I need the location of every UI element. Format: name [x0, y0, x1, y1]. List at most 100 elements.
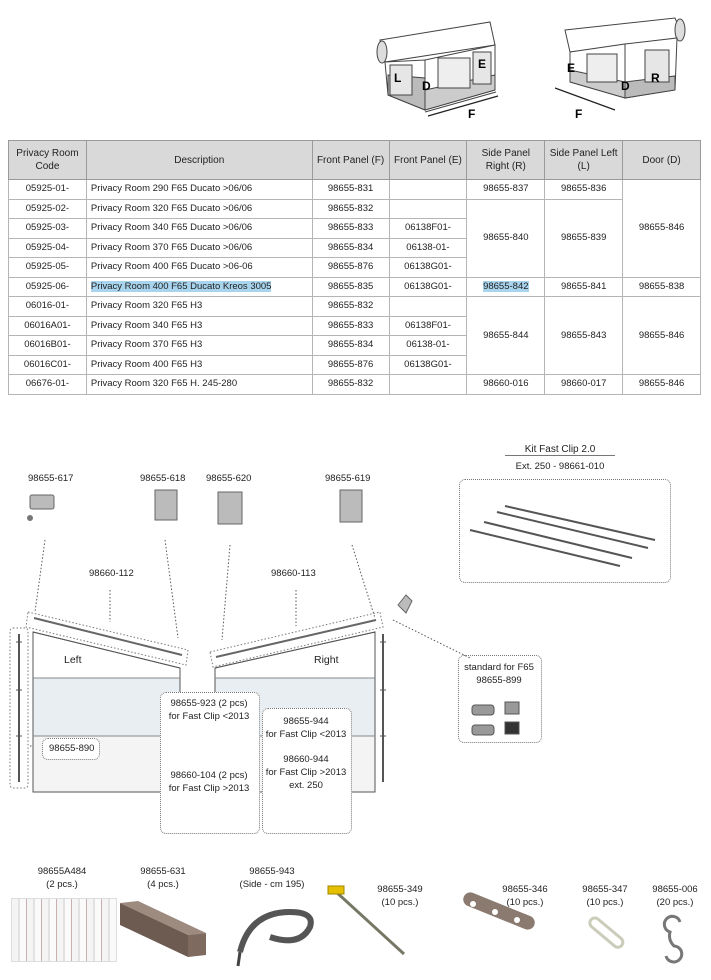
cell-f: 98655-832 [311, 374, 390, 395]
cell-code: 05925-03- [8, 218, 87, 239]
header-code: Privacy Room Code [8, 140, 87, 180]
fastclip-parts-box-2 [262, 708, 352, 834]
cell-desc: Privacy Room 400 F65 Ducato Kreos 3005 [85, 276, 313, 297]
acc-code: 98655-346 [502, 884, 548, 895]
ground-peg-image [327, 885, 406, 956]
table-row: 05925-06- Privacy Room 400 F65 Ducato Kr… [8, 276, 701, 297]
cell-f: 98655-831 [311, 179, 390, 200]
diagram-label-d: D [422, 79, 431, 93]
cell-r: 98655-840 [466, 198, 546, 278]
cell-d: 98655-846 [622, 179, 701, 278]
rubber-loop-image [588, 916, 625, 949]
cell-code: 05925-05- [8, 257, 87, 278]
part-98655-620: 98655-620 [206, 473, 252, 484]
acc-code: 98655-943 [249, 866, 295, 877]
cell-e: 06138F01- [388, 218, 468, 239]
part-98660-944: 98660-944 [283, 754, 329, 765]
cell-desc: Privacy Room 320 F65 H. 245-280 [85, 374, 313, 395]
highlighted-r: 98655-842 [483, 280, 529, 292]
cell-d: 98655-846 [622, 374, 701, 395]
header-side-left: Side Panel Left (L) [544, 140, 624, 180]
cell-code: 05925-06- [8, 276, 87, 297]
cell-desc: Privacy Room 340 F65 H3 [85, 315, 313, 336]
diagram-label-f: F [468, 107, 475, 121]
cell-f: 98655-832 [311, 198, 390, 219]
standard-f65-label: standard for F65 [464, 662, 534, 673]
wooden-block-image [120, 901, 206, 957]
table-row: 06016A01- Privacy Room 340 F65 H3 98655-… [8, 315, 701, 336]
part-890-box [42, 738, 100, 760]
privacy-room-table: Privacy Room Code Description Front Pane… [8, 140, 701, 395]
part-98660-944-ext: ext. 250 [289, 780, 323, 791]
cell-e: 06138-01- [388, 237, 468, 258]
cell-desc: Privacy Room 370 F65 Ducato >06/06 [85, 237, 313, 258]
cell-f: 98655-834 [311, 335, 390, 356]
acc-code: 98655-006 [652, 884, 698, 895]
part-98655-617: 98655-617 [28, 473, 74, 484]
cell-f: 98655-835 [311, 276, 390, 297]
part-98660-104: 98660-104 (2 pcs) [170, 770, 248, 781]
panel-label-left: Left [64, 654, 82, 666]
cell-e [388, 374, 468, 395]
cell-e: 06138F01- [388, 315, 468, 336]
cell-l: 98655-843 [544, 296, 624, 375]
part-98655-923-note: for Fast Clip <2013 [168, 711, 250, 722]
kit-fast-clip-code: Ext. 250 - 98661-010 [515, 461, 605, 472]
part-98655-619: 98655-619 [325, 473, 371, 484]
highlighted-desc: Privacy Room 400 F65 Ducato Kreos 3005 [90, 280, 272, 292]
table-row: 06016C01- Privacy Room 400 F65 H3 98655-… [8, 354, 701, 375]
cell-l: 98655-839 [544, 198, 624, 278]
diagram-label-d-right: D [621, 79, 630, 93]
table-row: 06016B01- Privacy Room 370 F65 H3 98655-… [8, 335, 701, 356]
header-front-e: Front Panel (E) [388, 140, 468, 180]
cell-code: 05925-02- [8, 198, 87, 219]
cell-r: 98655-844 [466, 296, 546, 375]
cell-f: 98655-832 [311, 296, 390, 317]
cell-desc: Privacy Room 400 F65 H3 [85, 354, 313, 375]
kit-fast-clip-title: Kit Fast Clip 2.0 [505, 444, 615, 456]
kit-fast-clip-box [459, 479, 671, 583]
acc-qty: (10 pcs.) [586, 897, 624, 908]
table-row: 05925-01- Privacy Room 290 F65 Ducato >0… [8, 179, 701, 278]
part-98660-112: 98660-112 [89, 568, 134, 579]
part-98655-944-note: for Fast Clip <2013 [265, 729, 347, 740]
cell-code: 05925-01- [8, 179, 87, 200]
cell-desc: Privacy Room 340 F65 Ducato >06/06 [85, 218, 313, 239]
cell-code: 06016C01- [8, 354, 87, 375]
header-door: Door (D) [622, 140, 701, 180]
acc-qty: (10 pcs.) [506, 897, 544, 908]
cell-d: 98655-846 [622, 296, 701, 375]
cell-desc: Privacy Room 320 F65 Ducato >06/06 [85, 198, 313, 219]
fastclip-parts-box-1 [160, 692, 260, 834]
acc-qty: (4 pcs.) [147, 879, 179, 890]
cell-l: 98655-836 [544, 179, 624, 200]
cell-e: 06138-01- [388, 335, 468, 356]
panel-label-right: Right [314, 654, 339, 666]
standard-f65-box [458, 655, 542, 743]
acc-qty: (10 pcs.) [381, 897, 419, 908]
acc-qty: (Side - cm 195) [239, 879, 305, 890]
acc-code: 98655-347 [582, 884, 628, 895]
cell-f: 98655-876 [311, 354, 390, 375]
diagram-label-f-right: F [575, 107, 582, 121]
cell-e [388, 296, 468, 317]
cell-desc: Privacy Room 290 F65 Ducato >06/06 [85, 179, 313, 200]
cell-r: 98655-842 [466, 276, 546, 297]
cell-e: 06138G01- [388, 276, 468, 297]
header-side-right: Side Panel Right (R) [466, 140, 546, 180]
acc-code: 98655-349 [377, 884, 423, 895]
part-98660-104-note: for Fast Clip >2013 [168, 783, 250, 794]
s-hook-image [662, 914, 684, 964]
cell-desc: Privacy Room 400 F65 Ducato >06-06 [85, 257, 313, 278]
cell-code: 05925-04- [8, 237, 87, 258]
cell-e: 06138G01- [388, 257, 468, 278]
peg-strap-image [463, 892, 535, 930]
table-row: 06016-01- Privacy Room 320 F65 H3 98655-… [8, 296, 701, 375]
table-row: 05925-05- Privacy Room 400 F65 Ducato >0… [8, 257, 701, 278]
cell-f: 98655-833 [311, 218, 390, 239]
cell-code: 06016-01- [8, 296, 87, 317]
cell-code: 06016B01- [8, 335, 87, 356]
acc-code: 98655-631 [140, 866, 186, 877]
part-98655-890: 98655-890 [49, 743, 95, 754]
cell-f: 98655-833 [311, 315, 390, 336]
